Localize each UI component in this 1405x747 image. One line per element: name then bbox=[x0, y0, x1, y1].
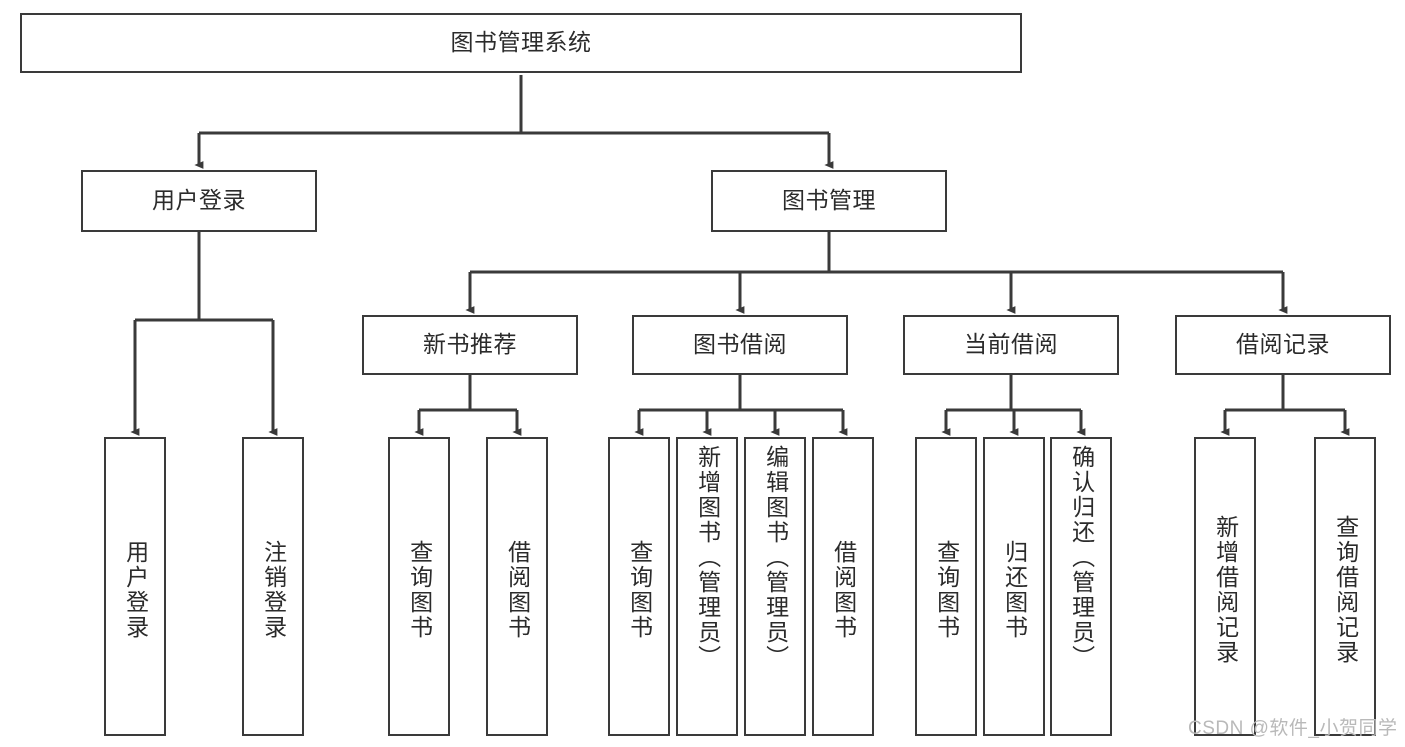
node-book-borrow[interactable]: 图书借阅 bbox=[632, 315, 848, 375]
node-label: 查询图书 bbox=[626, 539, 653, 640]
leaf-records-query-record[interactable]: 查询借阅记录 bbox=[1314, 437, 1376, 736]
node-label: 新增借阅记录 bbox=[1212, 514, 1239, 665]
node-label: 借阅图书 bbox=[504, 539, 531, 640]
node-label: 借阅图书 bbox=[830, 539, 857, 640]
node-label: 图书借阅 bbox=[693, 331, 787, 358]
leaf-user-login-login[interactable]: 用户登录 bbox=[104, 437, 166, 736]
node-label: 确认归还（管理员） bbox=[1068, 445, 1095, 670]
node-label: 用户登录 bbox=[152, 187, 246, 214]
leaf-current-return-book[interactable]: 归还图书 bbox=[983, 437, 1045, 736]
node-user-login[interactable]: 用户登录 bbox=[81, 170, 317, 232]
leaf-user-login-logout[interactable]: 注销登录 bbox=[242, 437, 304, 736]
leaf-records-add-record[interactable]: 新增借阅记录 bbox=[1194, 437, 1256, 736]
leaf-borrow-add-book-admin[interactable]: 新增图书（管理员） bbox=[676, 437, 738, 736]
leaf-new-book-query[interactable]: 查询图书 bbox=[388, 437, 450, 736]
leaf-borrow-query-book[interactable]: 查询图书 bbox=[608, 437, 670, 736]
node-current-borrow[interactable]: 当前借阅 bbox=[903, 315, 1119, 375]
leaf-current-confirm-return-admin[interactable]: 确认归还（管理员） bbox=[1050, 437, 1112, 736]
node-new-book-recommend[interactable]: 新书推荐 bbox=[362, 315, 578, 375]
node-label: 图书管理系统 bbox=[450, 29, 592, 56]
node-label: 注销登录 bbox=[260, 539, 287, 640]
leaf-current-query-book[interactable]: 查询图书 bbox=[915, 437, 977, 736]
node-label: 借阅记录 bbox=[1236, 331, 1330, 358]
node-label: 用户登录 bbox=[122, 539, 149, 640]
node-book-management[interactable]: 图书管理 bbox=[711, 170, 947, 232]
node-label: 查询图书 bbox=[933, 539, 960, 640]
leaf-borrow-edit-book-admin[interactable]: 编辑图书（管理员） bbox=[744, 437, 806, 736]
node-label: 查询借阅记录 bbox=[1332, 514, 1359, 665]
node-root-system[interactable]: 图书管理系统 bbox=[20, 13, 1022, 73]
node-label: 查询图书 bbox=[406, 539, 433, 640]
node-label: 新书推荐 bbox=[423, 331, 517, 358]
node-label: 图书管理 bbox=[782, 187, 876, 214]
leaf-borrow-borrow-book[interactable]: 借阅图书 bbox=[812, 437, 874, 736]
leaf-new-book-borrow[interactable]: 借阅图书 bbox=[486, 437, 548, 736]
node-borrow-records[interactable]: 借阅记录 bbox=[1175, 315, 1391, 375]
node-label: 编辑图书（管理员） bbox=[762, 445, 789, 670]
csdn-watermark: CSDN @软件_小贺同学 bbox=[1188, 718, 1398, 739]
node-label: 当前借阅 bbox=[964, 331, 1058, 358]
node-label: 新增图书（管理员） bbox=[694, 445, 721, 670]
node-label: 归还图书 bbox=[1001, 539, 1028, 640]
